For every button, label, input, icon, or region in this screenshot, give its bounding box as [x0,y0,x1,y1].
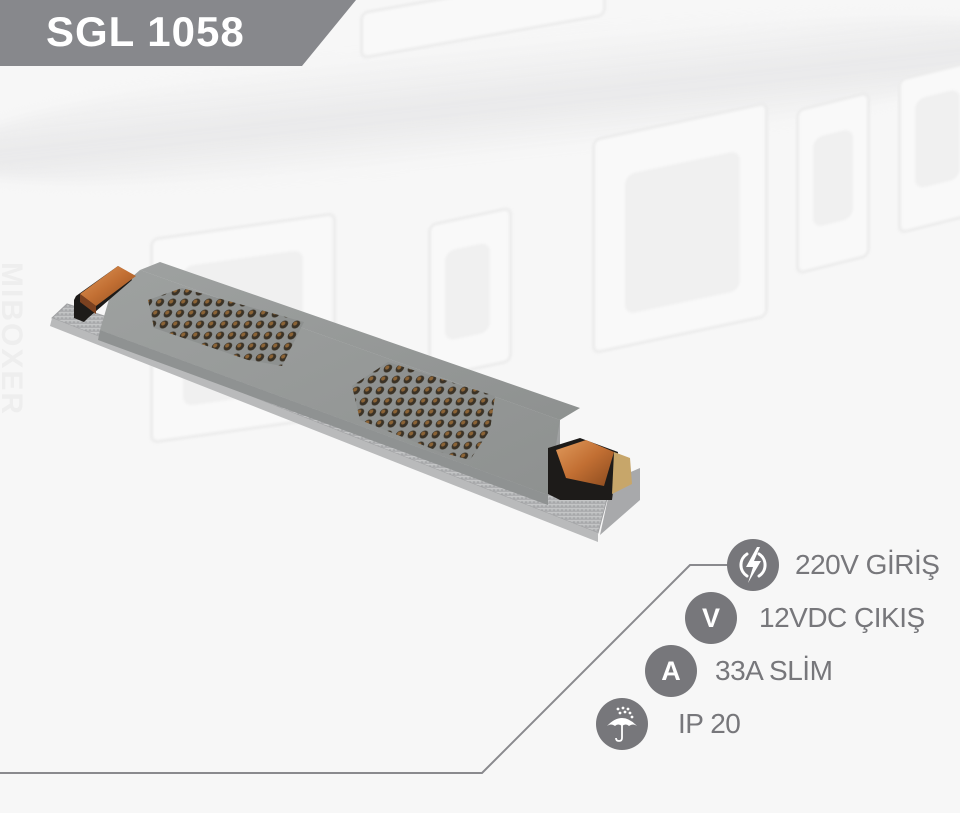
icon-glyph: A [661,655,681,686]
spec-label: 12VDC ÇIKIŞ [759,602,925,633]
umbrella-rain-icon [596,698,648,750]
spec-label: 33A SLİM [715,655,833,686]
spec-current: A 33A SLİM [645,645,833,697]
model-title: SGL 1058 [46,8,245,55]
ampere-a-icon: A [645,645,697,697]
spec-input-voltage: 220V GİRİŞ [727,539,940,591]
spec-ip-rating: IP 20 [596,698,741,750]
icon-glyph: V [701,602,720,633]
spec-output-voltage: V 12VDC ÇIKIŞ [685,592,925,644]
title-banner [0,0,356,66]
voltage-v-icon: V [685,592,737,644]
spec-label: IP 20 [678,708,741,739]
spec-label: 220V GİRİŞ [795,549,940,580]
lightning-bolt-icon [727,539,779,591]
watermark-text: MIBOXER [0,262,28,417]
